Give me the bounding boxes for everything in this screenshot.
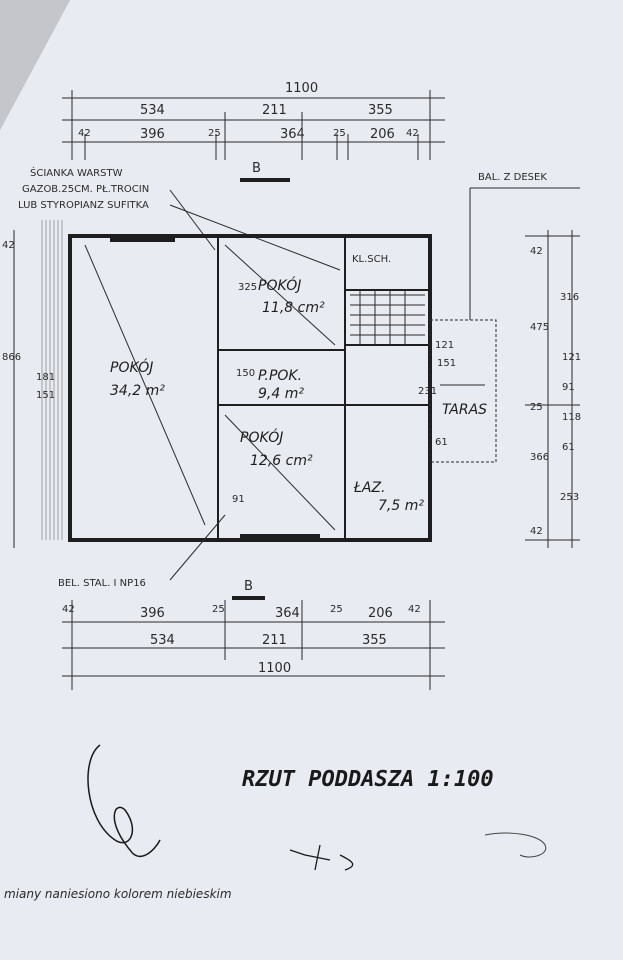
- dim-91: 91: [232, 494, 245, 505]
- room-2-name: POKÓJ: [258, 276, 301, 294]
- right-dim-42b: 42: [530, 526, 543, 537]
- dim-121: 121: [435, 340, 454, 351]
- section-mark-bottom: B: [232, 579, 265, 600]
- dim-151c: 151: [437, 358, 456, 369]
- top-dim-534: 534: [140, 103, 165, 118]
- beam-leader: [169, 514, 226, 581]
- bottom-dim-396: 396: [140, 606, 165, 621]
- signature: [87, 744, 547, 871]
- balcony-note: BAL. Z DESEK: [478, 172, 547, 183]
- right-dim-42a: 42: [530, 246, 543, 257]
- left-dimensions: 42 866: [2, 230, 21, 548]
- room-2-area: 11,8 cm²: [262, 300, 325, 316]
- right-inner-91: 91: [562, 382, 575, 393]
- top-dim-42a: 42: [78, 128, 91, 139]
- bottom-dim-25a: 25: [212, 604, 225, 615]
- beam-note: BEL. STAL. I NP16: [58, 578, 146, 589]
- bottom-dim-206: 206: [368, 606, 393, 621]
- top-dim-25b: 25: [333, 128, 346, 139]
- right-dim-253: 253: [560, 492, 579, 503]
- bottom-dim-534: 534: [150, 633, 175, 648]
- footnote: miany naniesiono kolorem niebieskim: [4, 887, 232, 901]
- section-mark-top-label: B: [252, 161, 261, 176]
- room-3-name: P.POK.: [258, 368, 302, 384]
- right-dim-366: 366: [530, 452, 549, 463]
- right-inner-121: 121: [562, 352, 581, 363]
- left-dim-42: 42: [2, 240, 15, 251]
- room-4-area: 12,6 cm²: [250, 453, 313, 469]
- bottom-dim-25b: 25: [330, 604, 343, 615]
- dim-181: 181: [36, 372, 55, 383]
- right-dim-316: 316: [560, 292, 579, 303]
- bottom-dim-355: 355: [362, 633, 387, 648]
- section-mark-top: B: [240, 161, 290, 182]
- dim-325: 325: [238, 282, 257, 293]
- paper-fold-shadow: [0, 0, 70, 130]
- dim-61: 61: [435, 437, 448, 448]
- plan-title: RZUT PODDASZA 1:100: [242, 767, 494, 792]
- right-dim-25: 25: [530, 402, 543, 413]
- top-total-dim: 1100: [285, 81, 318, 96]
- room-5-area: 7,5 m²: [378, 498, 424, 514]
- wall-note: ŚCIANKA WARSTW GAZOB.25CM. PŁ.TROCIN LUB…: [18, 166, 341, 271]
- room-1-name: POKÓJ: [110, 358, 153, 376]
- top-dim-355: 355: [368, 103, 393, 118]
- top-dim-25a: 25: [208, 128, 221, 139]
- room-terrace-name: TARAS: [442, 402, 487, 418]
- terrace: TARAS: [429, 319, 497, 463]
- dim-151: 151: [36, 390, 55, 401]
- bottom-dimensions: 42 396 25 364 25 206 42 534 211 355 1100: [62, 600, 445, 690]
- top-dim-211: 211: [262, 103, 287, 118]
- wall-note-line2: GAZOB.25CM. PŁ.TROCIN: [22, 184, 149, 195]
- room-stairs-name: KL.SCH.: [352, 254, 391, 265]
- room-5-name: ŁAZ.: [353, 480, 386, 496]
- right-dimensions: 42 316 475 25 366 253 42 121 91 118 61: [525, 230, 581, 548]
- bottom-dim-42a: 42: [62, 604, 75, 615]
- room-3-area: 9,4 m²: [258, 386, 304, 402]
- top-dim-42b: 42: [406, 128, 419, 139]
- right-dim-475: 475: [530, 322, 549, 333]
- bottom-dim-364: 364: [275, 606, 300, 621]
- top-dim-364: 364: [280, 127, 305, 142]
- room-1-area: 34,2 m²: [110, 383, 165, 399]
- right-inner-118: 118: [562, 412, 581, 423]
- building-outline: [68, 234, 432, 542]
- bottom-total-dim: 1100: [258, 661, 291, 676]
- top-dimensions: 1100 534 211 355 42 396 25 364 25 206 42: [62, 81, 445, 160]
- wall-note-line1: ŚCIANKA WARSTW: [30, 166, 123, 179]
- dim-150: 150: [236, 368, 255, 379]
- top-dim-396: 396: [140, 127, 165, 142]
- right-inner-61: 61: [562, 442, 575, 453]
- bottom-dim-211: 211: [262, 633, 287, 648]
- dim-231: 231: [418, 386, 437, 397]
- top-dim-206: 206: [370, 127, 395, 142]
- wall-note-line3: LUB STYROPIANZ SUFITKA: [18, 200, 149, 211]
- left-hatching: [41, 220, 63, 540]
- left-dim-866: 866: [2, 352, 21, 363]
- section-mark-bottom-label: B: [244, 579, 253, 594]
- bottom-dim-42b: 42: [408, 604, 421, 615]
- room-4-name: POKÓJ: [240, 428, 283, 446]
